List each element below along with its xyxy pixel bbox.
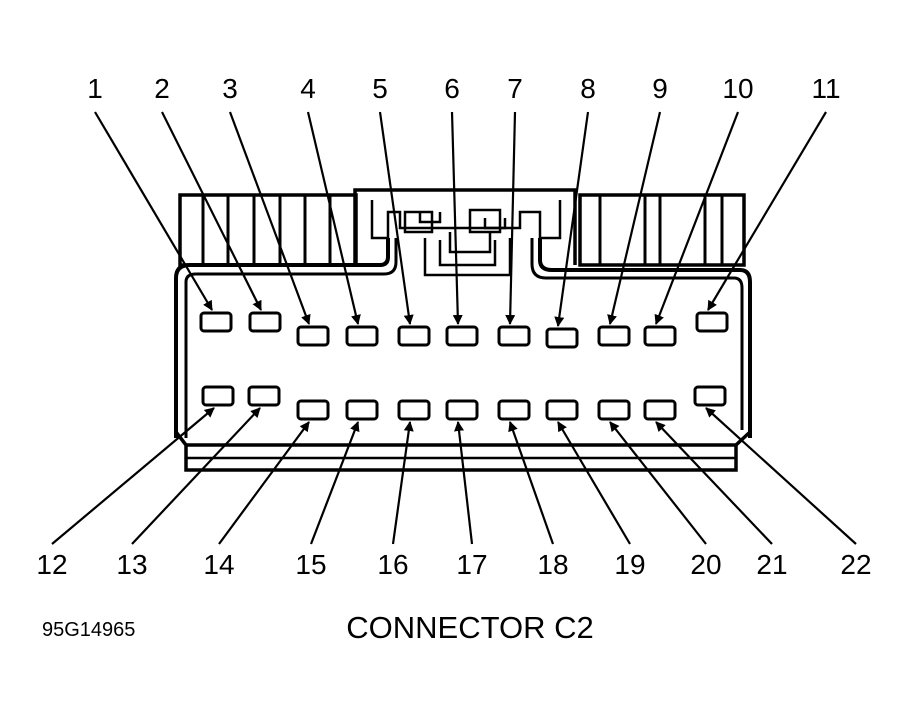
leader-line-15 — [309, 421, 360, 545]
pin-cavity-5 — [397, 325, 431, 347]
pin-cavity-8 — [545, 327, 579, 349]
pin-cavity-16 — [397, 399, 431, 421]
center-latch — [353, 188, 577, 277]
pin-label-3: 3 — [222, 73, 238, 104]
pin-cavity-21 — [643, 399, 677, 421]
pin-cavity-11 — [695, 311, 729, 333]
pin-cavity-20 — [597, 399, 631, 421]
pin-label-17: 17 — [456, 549, 487, 580]
pin-label-19: 19 — [614, 549, 645, 580]
leader-line-11 — [707, 111, 827, 311]
pin-cavity-17 — [445, 399, 479, 421]
pin-cavity-9 — [597, 325, 631, 347]
pin-label-20: 20 — [690, 549, 721, 580]
leader-line-20 — [609, 421, 707, 545]
leader-line-12 — [51, 407, 215, 545]
pin-label-6: 6 — [444, 73, 460, 104]
leader-line-4 — [306, 111, 361, 325]
diagram-title: CONNECTOR C2 — [346, 610, 593, 645]
leader-line-19 — [557, 421, 631, 545]
top-pin-row — [199, 311, 729, 349]
pin-label-10: 10 — [722, 73, 753, 104]
pin-cavity-4 — [345, 325, 379, 347]
pin-cavity-18 — [497, 399, 531, 421]
leader-line-6 — [450, 111, 463, 325]
pin-cavity-22 — [693, 385, 727, 407]
pin-cavity-2 — [248, 311, 282, 333]
housing-outer-wall — [174, 238, 752, 438]
pin-cavity-15 — [345, 399, 379, 421]
pin-label-14: 14 — [203, 549, 234, 580]
pin-label-21: 21 — [756, 549, 787, 580]
leader-line-7 — [505, 111, 517, 325]
pin-cavity-10 — [643, 325, 677, 347]
pin-label-9: 9 — [652, 73, 668, 104]
pin-cavity-3 — [296, 325, 330, 347]
pin-cavity-1 — [199, 311, 233, 333]
leader-line-10 — [654, 111, 740, 325]
leader-line-16 — [391, 421, 414, 545]
leader-line-14 — [218, 421, 310, 545]
leader-line-9 — [607, 111, 662, 325]
pin-cavity-7 — [497, 325, 531, 347]
pin-cavity-13 — [247, 385, 281, 407]
pin-label-22: 22 — [840, 549, 871, 580]
pin-label-2: 2 — [154, 73, 170, 104]
pin-label-4: 4 — [300, 73, 316, 104]
housing-bottom — [174, 430, 752, 472]
pin-label-12: 12 — [36, 549, 67, 580]
connector-housing — [174, 188, 752, 472]
pin-label-15: 15 — [295, 549, 326, 580]
pin-label-13: 13 — [116, 549, 147, 580]
pin-cavity-14 — [296, 399, 330, 421]
leader-line-22 — [705, 407, 857, 545]
pin-label-16: 16 — [377, 549, 408, 580]
bottom-pin-row — [201, 385, 727, 421]
pin-label-7: 7 — [507, 73, 523, 104]
pin-cavity-19 — [545, 399, 579, 421]
leader-line-8 — [554, 111, 590, 327]
pin-label-1: 1 — [87, 73, 103, 104]
leader-line-17 — [454, 421, 474, 545]
leader-line-18 — [508, 421, 555, 545]
pin-cavity-6 — [445, 325, 479, 347]
pin-label-8: 8 — [580, 73, 596, 104]
leader-line-2 — [161, 111, 262, 311]
pin-label-11: 11 — [811, 73, 840, 104]
pin-label-18: 18 — [537, 549, 568, 580]
pin-label-5: 5 — [372, 73, 388, 104]
leader-line-21 — [655, 421, 773, 545]
leader-line-5 — [378, 111, 414, 325]
leader-line-3 — [228, 111, 311, 325]
leader-line-1 — [94, 111, 213, 311]
pin-cavity-12 — [201, 385, 235, 407]
right-lock-ribs — [578, 193, 746, 267]
pin-leader-lines — [51, 111, 857, 545]
figure-code: 95G14965 — [42, 619, 135, 641]
leader-line-13 — [131, 407, 261, 545]
